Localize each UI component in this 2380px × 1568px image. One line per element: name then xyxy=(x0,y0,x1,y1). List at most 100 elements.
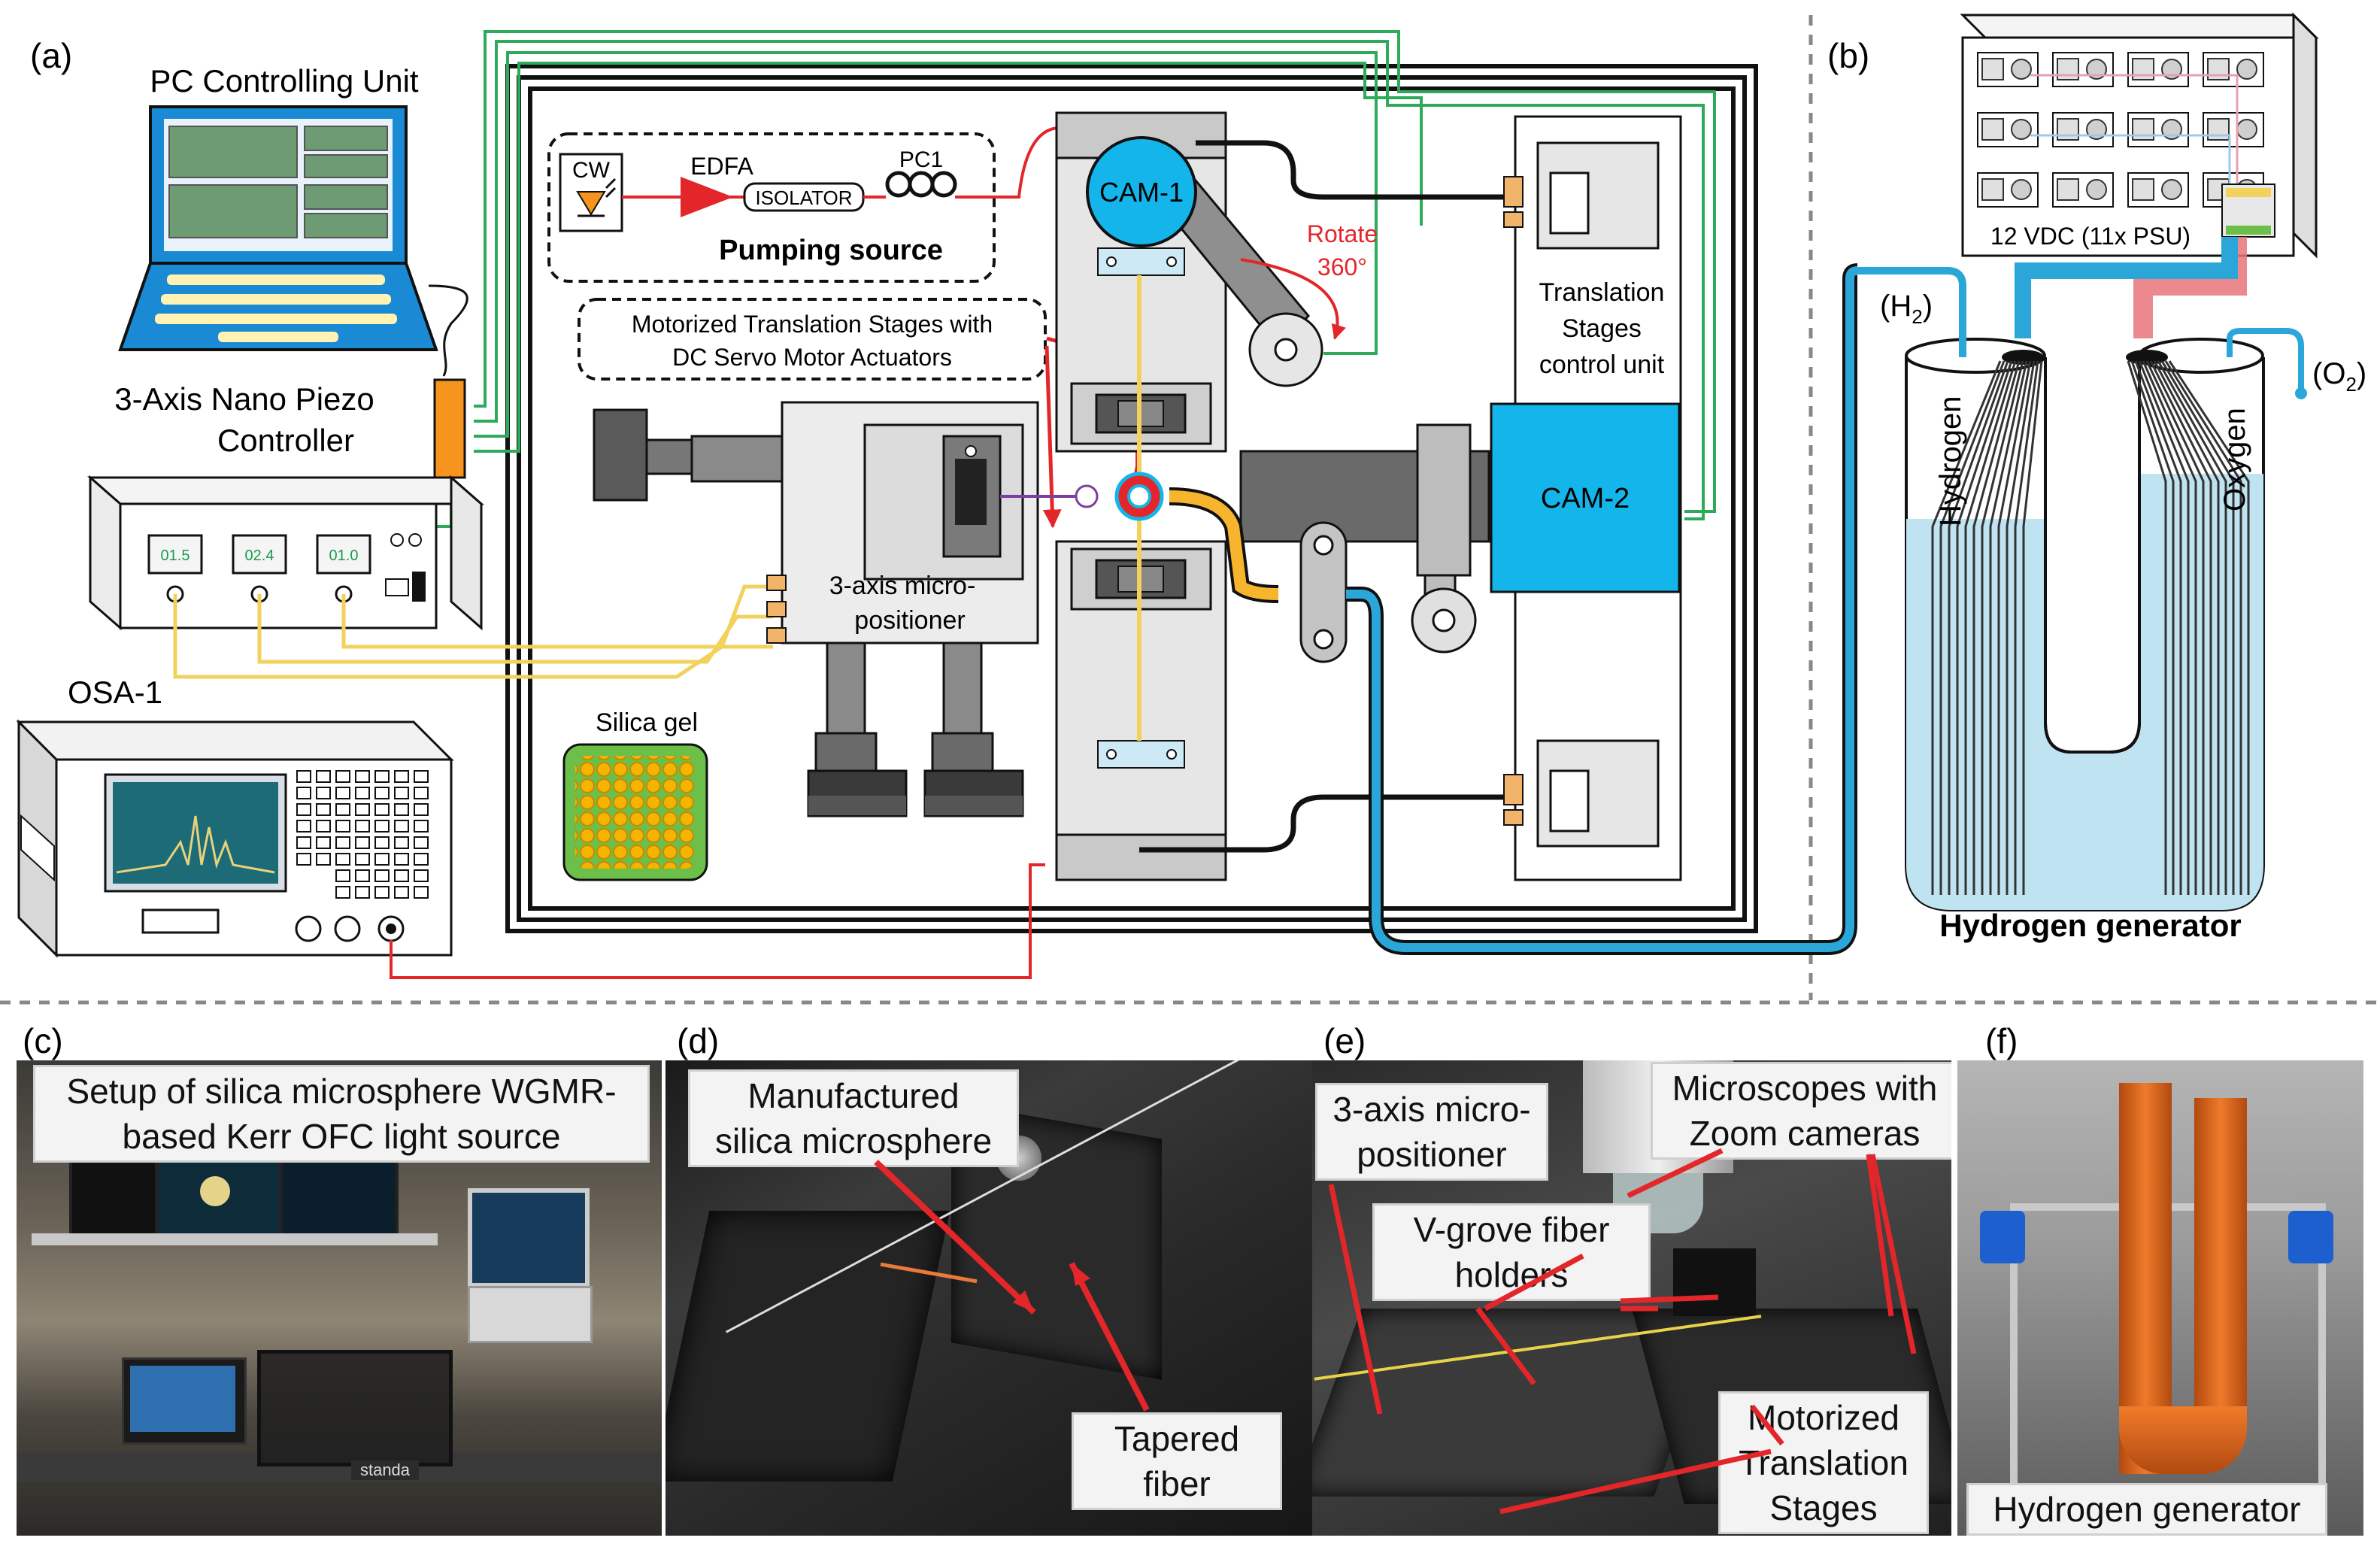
pc-label: PC Controlling Unit xyxy=(150,63,418,99)
monitor xyxy=(69,1151,158,1239)
electrode-o xyxy=(2138,360,2190,895)
svg-text:3-axis micro-: 3-axis micro- xyxy=(829,572,976,600)
caption-d-fiber: Tapered fiber xyxy=(1072,1412,1282,1510)
osa-key xyxy=(316,820,331,833)
caption-e-microscopes: Microscopes with Zoom cameras xyxy=(1651,1062,1951,1160)
osa-key xyxy=(335,886,350,899)
osa-key xyxy=(296,820,311,833)
osa-key xyxy=(355,869,370,882)
psu-unit xyxy=(2203,112,2264,147)
svg-text:Translation: Translation xyxy=(1539,278,1665,307)
electrode-o xyxy=(2149,360,2212,895)
pc1-label: PC1 xyxy=(899,147,943,172)
rotate-label-line1: Rotate xyxy=(1307,220,1378,247)
psu-unit xyxy=(2127,112,2189,147)
3-axis-micropositioner: 3-axis micro- positioner xyxy=(593,401,1099,817)
cam1-cable xyxy=(1196,140,1504,200)
panel-label-b: (b) xyxy=(1827,36,1869,75)
osa-key xyxy=(316,770,331,783)
osa-key xyxy=(414,836,429,849)
svg-text:Motorized Translation Stages w: Motorized Translation Stages with xyxy=(632,311,993,338)
osa-key xyxy=(374,853,390,866)
electrode-h xyxy=(1972,360,2021,895)
electrolyzer: Hydrogen Oxygen xyxy=(1905,338,2265,911)
svg-text:CAM-1: CAM-1 xyxy=(1099,177,1184,208)
svg-text:positioner: positioner xyxy=(854,606,965,635)
osa-key xyxy=(414,853,429,866)
panel-label-f: (f) xyxy=(1985,1021,2018,1060)
shelf xyxy=(32,1233,438,1245)
silica-gel-label: Silica gel xyxy=(596,708,698,737)
photo-d-microsphere: Manufactured silica microsphere Tapered … xyxy=(665,1060,1312,1536)
svg-text:control unit: control unit xyxy=(1539,350,1665,379)
cw-label: CW xyxy=(572,158,611,183)
osa-key xyxy=(374,820,390,833)
osa-1 xyxy=(16,719,454,958)
piezo-label-line1: 3-Axis Nano Piezo xyxy=(114,381,374,417)
osa-key xyxy=(394,803,409,816)
display-2: 02.4 xyxy=(245,547,274,564)
arrows-d xyxy=(874,1160,1150,1412)
o2-outlet xyxy=(2227,328,2304,391)
brand-plate: standa xyxy=(351,1460,419,1480)
enclosure xyxy=(505,64,1758,933)
photo-c-setup: standa Setup of silica microsphere WGMR-… xyxy=(17,1060,662,1536)
electrode-h xyxy=(2022,360,2043,895)
osa-key xyxy=(335,869,350,882)
fiber-holder xyxy=(1673,1248,1756,1316)
osa-key xyxy=(414,770,429,783)
osa-key xyxy=(414,869,429,882)
lower-translation-stage xyxy=(1055,519,1227,881)
osa-screen xyxy=(468,1188,590,1287)
photo-e-stages: 3-axis micro- positioner Microscopes wit… xyxy=(1312,1060,1951,1536)
electrode-h xyxy=(2006,360,2036,895)
osa-key xyxy=(394,836,409,849)
osa-key xyxy=(414,820,429,833)
green-control-wires xyxy=(397,30,1716,572)
piezo-controller: 01.5 02.4 01.0 xyxy=(87,475,484,631)
osa-key xyxy=(296,853,311,866)
panel-label-c: (c) xyxy=(23,1021,63,1060)
panel-label-d: (d) xyxy=(677,1021,719,1060)
yellow-piezo-wires xyxy=(173,584,773,679)
electrode-h xyxy=(1939,360,2006,895)
osa-key xyxy=(374,787,390,799)
osa-key xyxy=(335,853,350,866)
electrode-o xyxy=(2134,360,2182,895)
hydrogen-label: Hydrogen xyxy=(1934,396,1967,526)
electrode-h xyxy=(1956,360,2013,895)
panel-label-e: (e) xyxy=(1323,1021,1366,1060)
osa-key xyxy=(335,770,350,783)
electrode-h xyxy=(1997,360,2032,895)
osa-key xyxy=(316,803,331,816)
piezo-interface-box xyxy=(433,378,466,479)
psu-unit xyxy=(1977,112,2039,147)
electrode-h xyxy=(2014,360,2039,895)
electrode-o xyxy=(2160,360,2235,895)
caption-d-sphere: Manufactured silica microsphere xyxy=(688,1069,1019,1167)
psu-unit xyxy=(2203,52,2264,87)
osa-key xyxy=(414,787,429,799)
h2-tube xyxy=(1346,266,1858,952)
psu-unit xyxy=(2052,172,2114,208)
osa-key xyxy=(355,787,370,799)
osa-key xyxy=(374,770,390,783)
caption-f: Hydrogen generator xyxy=(1966,1483,2327,1536)
lower-cable xyxy=(1139,794,1504,853)
rotate-arrow xyxy=(1240,258,1346,340)
osa-key xyxy=(414,803,429,816)
hydrogen-generator-title: Hydrogen generator xyxy=(1939,908,2241,943)
enclosure-photo xyxy=(257,1350,453,1466)
svg-text:DC Servo Motor Actuators: DC Servo Motor Actuators xyxy=(672,344,952,371)
caption-e-vgrove: V-grove fiber holders xyxy=(1372,1203,1651,1301)
osa-key xyxy=(355,836,370,849)
blue-filter xyxy=(1980,1211,2025,1263)
electrode-o xyxy=(2142,360,2197,895)
osa-fiber xyxy=(390,863,1045,979)
osa-key xyxy=(374,886,390,899)
panel-label-a: (a) xyxy=(30,36,72,75)
h2-outlet xyxy=(1857,267,1966,357)
osa-key xyxy=(316,787,331,799)
electrode-h xyxy=(1964,360,2017,895)
psu-unit xyxy=(2127,172,2189,208)
